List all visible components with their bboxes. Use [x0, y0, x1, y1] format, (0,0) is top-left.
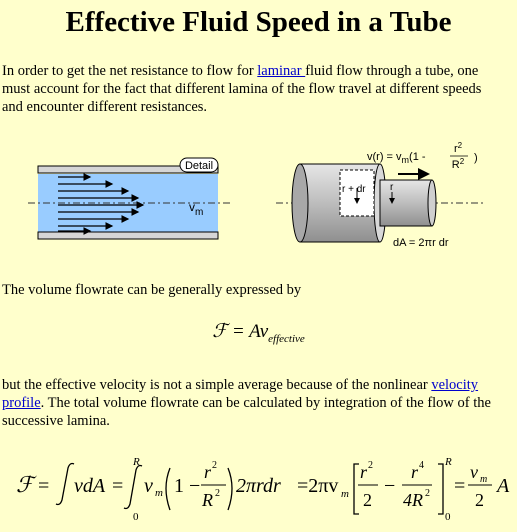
svg-text:v: v — [144, 475, 153, 497]
svg-text:r2: r2 — [454, 141, 463, 155]
svg-text:ℱ: ℱ — [16, 472, 37, 497]
page-title: Effective Fluid Speed in a Tube — [65, 6, 452, 38]
svg-text:−: − — [384, 475, 395, 497]
velocity-equation: v(r) = vm(1 - r2 R2 ) — [367, 141, 478, 171]
svg-text:2: 2 — [475, 490, 484, 510]
svg-text:r: r — [360, 462, 368, 482]
svg-text:4R: 4R — [403, 490, 423, 510]
svg-text:2: 2 — [368, 460, 373, 471]
svg-text:4: 4 — [419, 460, 424, 471]
svg-text:2: 2 — [215, 488, 220, 499]
svg-text:m: m — [480, 474, 487, 485]
detail-button[interactable]: Detail — [179, 157, 219, 173]
velocity-profile-link[interactable]: velocity profile — [2, 377, 479, 411]
tube-left: vm — [28, 165, 232, 240]
r-label: r — [390, 182, 394, 193]
flowrate-equation: ℱ = Aveffective — [0, 320, 517, 345]
flowrate-equation-lhs: ℱ = Av — [212, 321, 269, 342]
svg-text:=: = — [454, 475, 465, 497]
intro-text-1: In order to get the net resistance to fl… — [2, 63, 258, 79]
svg-text:2: 2 — [212, 460, 217, 471]
svg-text:2: 2 — [425, 488, 430, 499]
detail-button-label: Detail — [185, 160, 213, 172]
svg-text:0: 0 — [133, 511, 139, 522]
svg-text:v: v — [470, 462, 478, 482]
intro-text-2: fluid flow through a tube, one must acco… — [2, 63, 482, 115]
svg-text:2: 2 — [363, 490, 372, 510]
dA-label: dA = 2πr dr — [393, 237, 449, 249]
velocity-profile-arrows — [58, 173, 145, 235]
svg-text:R: R — [444, 456, 452, 468]
flow-diagram: vm Detail r + dr r v(r) = vm(1 - r2 R2 )… — [28, 141, 486, 249]
vm-label: vm — [189, 200, 203, 218]
svg-text:R: R — [132, 456, 140, 468]
svg-text:=: = — [38, 475, 49, 497]
effective-text-2: . The total volume flowrate can be calcu… — [2, 395, 491, 429]
effective-paragraph: but the effective velocity is not a simp… — [2, 376, 502, 430]
svg-text:A: A — [495, 475, 510, 497]
svg-text:m: m — [155, 487, 163, 499]
volume-text: The volume flowrate can be generally exp… — [2, 282, 302, 298]
flowrate-equation-sub: effective — [268, 332, 305, 345]
svg-text:v(r) = vm(1 -: v(r) = vm(1 - — [367, 151, 426, 165]
r-plus-dr-label: r + dr — [342, 184, 366, 195]
intro-paragraph: In order to get the net resistance to fl… — [2, 62, 502, 116]
svg-text:r: r — [411, 462, 419, 482]
svg-text:=2πv: =2πv — [297, 475, 338, 497]
svg-text:R2: R2 — [452, 157, 465, 171]
svg-text:m: m — [341, 488, 349, 500]
laminar-link[interactable]: laminar — [257, 63, 306, 79]
svg-text:2πrdr: 2πrdr — [236, 475, 281, 497]
effective-text-1: but the effective velocity is not a simp… — [2, 377, 432, 393]
integration-equation: ℱ = vdA = R 0 v m 1 − r 2 R 2 2πrdr =2πv… — [16, 456, 510, 522]
svg-text:R: R — [201, 490, 213, 510]
lamina-cylinder: r + dr r — [276, 163, 486, 243]
svg-text:): ) — [474, 152, 478, 164]
svg-text:vdA: vdA — [74, 475, 106, 497]
svg-text:1 −: 1 − — [174, 475, 200, 497]
svg-text:r: r — [204, 462, 212, 482]
svg-text:0: 0 — [445, 511, 451, 522]
svg-text:=: = — [112, 475, 123, 497]
